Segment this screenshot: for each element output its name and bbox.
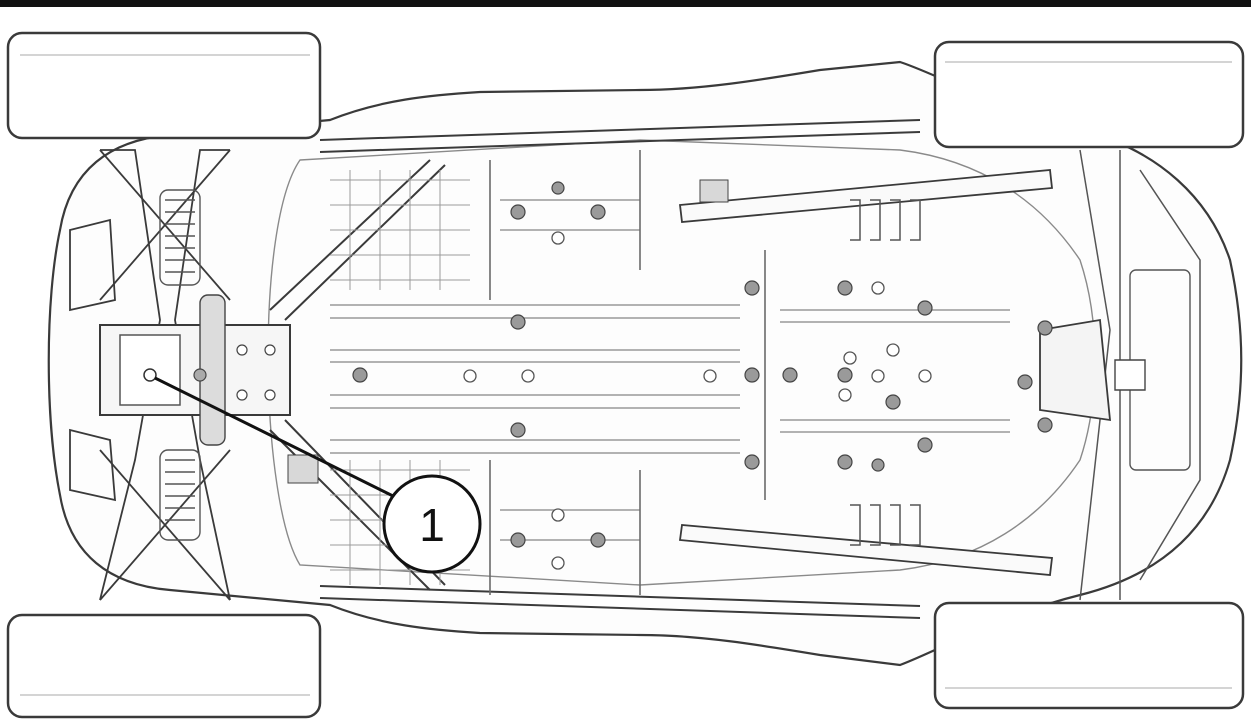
bolt: [1037, 417, 1053, 433]
bolt: [837, 280, 853, 296]
wheel-rear-left: [6, 31, 322, 140]
front-control-arms: [678, 169, 1054, 576]
rear-differential-plate: [99, 294, 291, 446]
bolt: [744, 280, 760, 296]
drain-hole: [521, 369, 535, 383]
rear-shock-lower: [159, 449, 201, 541]
callout-leader-line: [154, 376, 396, 499]
bolt: [837, 454, 853, 470]
bolt: [1017, 374, 1033, 390]
bolt: [510, 422, 526, 438]
drain-hole: [871, 369, 885, 383]
floor-grid-detail: [330, 170, 470, 585]
bolt: [744, 367, 760, 383]
floor-drain-holes: [463, 231, 932, 570]
bolt: [744, 454, 760, 470]
rear-subframe: [69, 149, 231, 601]
bolt: [782, 367, 798, 383]
wheel-front-left: [933, 40, 1245, 149]
bolt: [917, 437, 933, 453]
bolt: [590, 204, 606, 220]
bolt: [917, 300, 933, 316]
front-crossmember: [1039, 269, 1191, 471]
wheel-front-right: [933, 601, 1245, 710]
header-rule: [0, 0, 1251, 7]
callout-number: 1: [419, 499, 445, 551]
floor-bolts: [352, 181, 1053, 548]
floor-seams: [489, 150, 766, 595]
bolt: [510, 532, 526, 548]
rear-shock-upper: [159, 189, 201, 286]
drain-hole: [886, 343, 900, 357]
bolt: [352, 367, 368, 383]
drain-hole: [463, 369, 477, 383]
drain-hole: [551, 556, 565, 570]
callout-circle: [382, 474, 482, 574]
rear-bracket: [287, 454, 319, 484]
drain-hole: [551, 508, 565, 522]
bolt: [885, 394, 901, 410]
bolt: [510, 314, 526, 330]
drain-hole: [551, 231, 565, 245]
bolt: [510, 204, 526, 220]
front-bracket: [699, 179, 729, 203]
drain-hole: [871, 281, 885, 295]
side-rails: [319, 119, 921, 619]
floor-ribs: [330, 199, 1010, 541]
bolt: [871, 458, 885, 472]
drain-hole: [918, 369, 932, 383]
wheel-rear-right: [6, 613, 322, 719]
drain-hole: [703, 369, 717, 383]
callout-1: 1: [154, 376, 482, 574]
drain-hole: [838, 388, 852, 402]
body-outline: [47, 60, 1243, 667]
bolt: [1037, 320, 1053, 336]
bolt: [590, 532, 606, 548]
bolt: [837, 367, 853, 383]
bolt: [551, 181, 565, 195]
drain-hole: [843, 351, 857, 365]
